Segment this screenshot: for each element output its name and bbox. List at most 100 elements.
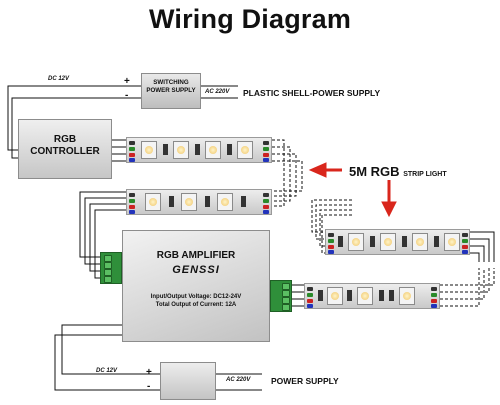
resistor: [434, 236, 439, 247]
strip-pad: [431, 304, 437, 308]
terminal-screw: [282, 304, 290, 311]
bottom-power-description: POWER SUPPLY: [271, 376, 339, 386]
led-chip: [237, 141, 253, 159]
strip-pad: [462, 250, 468, 254]
strip-pad: [328, 233, 334, 237]
amplifier-current-spec: Total Output of Current: 12A: [155, 302, 237, 308]
led-chip: [145, 193, 161, 211]
amplifier-output-terminal: [270, 280, 292, 312]
led-chip: [412, 233, 428, 251]
resistor: [227, 144, 232, 155]
led-chip: [399, 287, 415, 305]
strip-pad: [431, 299, 437, 303]
led-chip: [173, 141, 189, 159]
terminal-screw: [104, 269, 112, 276]
switching-power-supply-label: SWITCHING POWER SUPPLY: [141, 79, 201, 95]
controller-line2: CONTROLLER: [30, 146, 100, 157]
rgb-controller-label: RGB CONTROLLER: [18, 134, 112, 158]
strip-pad: [307, 299, 313, 303]
strip-pad: [307, 293, 313, 297]
terminal-screw: [282, 297, 290, 304]
terminal-screw: [104, 262, 112, 269]
bottom-dc-label: DC 12V: [96, 368, 118, 374]
strip-pad: [263, 193, 269, 197]
terminal-screw: [104, 276, 112, 283]
led-chip: [444, 233, 460, 251]
terminal-screw: [104, 255, 112, 262]
strip-pad: [328, 245, 334, 249]
rgb-controller: [18, 119, 112, 179]
led-strip-4: [304, 283, 440, 309]
strip-pad: [129, 199, 135, 203]
strip-pad: [129, 205, 135, 209]
switching-power-supply: [141, 73, 201, 109]
strip-pad: [263, 199, 269, 203]
top-power-description: PLASTIC SHELL-POWER SUPPLY: [243, 88, 381, 98]
amplifier-brand: GENSSI: [172, 264, 220, 276]
strip-pad: [263, 141, 269, 145]
power-supply-box: [160, 362, 216, 400]
strip-pad: [328, 250, 334, 254]
resistor: [241, 196, 246, 207]
resistor: [402, 236, 407, 247]
psu-label-line2: POWER SUPPLY: [146, 87, 196, 94]
terminal-screw: [282, 283, 290, 290]
strip-pad: [129, 158, 135, 162]
strip-pad: [462, 245, 468, 249]
top-ac-label: AC 220V: [205, 89, 230, 95]
resistor: [169, 196, 174, 207]
controller-line1: RGB: [53, 134, 77, 145]
strip-pad: [462, 239, 468, 243]
page-title: Wiring Diagram: [148, 4, 352, 34]
led-chip: [327, 287, 343, 305]
resistor: [163, 144, 168, 155]
led-strip-2: [126, 189, 272, 215]
left-arrow-icon: [308, 162, 327, 178]
led-chip: [380, 233, 396, 251]
amplifier-input-terminal: [100, 252, 122, 284]
strip-callout-sub: STRIP LIGHT: [403, 171, 447, 178]
resistor: [318, 290, 323, 301]
led-chip: [217, 193, 233, 211]
resistor: [379, 290, 384, 301]
led-chip: [141, 141, 157, 159]
led-strip-3: [325, 229, 470, 255]
strip-pad: [263, 153, 269, 157]
bottom-minus-sign: -: [147, 381, 151, 392]
strip-pad: [462, 233, 468, 237]
led-strip-1: [126, 137, 272, 163]
resistor: [389, 290, 394, 301]
amplifier-title: RGB AMPLIFIER: [156, 250, 236, 261]
bottom-plus-sign: +: [146, 367, 152, 378]
strip-pad: [307, 304, 313, 308]
strip-callout-main: 5M RGB: [349, 164, 400, 179]
strip-pad: [431, 287, 437, 291]
led-chip: [205, 141, 221, 159]
strip-pad: [129, 141, 135, 145]
strip-callout: 5M RGB STRIP LIGHT: [349, 164, 447, 179]
strip-pad: [129, 193, 135, 197]
led-chip: [348, 233, 364, 251]
psu-label-line1: SWITCHING: [153, 79, 189, 86]
led-chip: [357, 287, 373, 305]
resistor: [205, 196, 210, 207]
strip-pad: [307, 287, 313, 291]
strip-pad: [328, 239, 334, 243]
bottom-ac-label: AC 220V: [226, 377, 251, 383]
top-minus-sign: -: [125, 90, 129, 101]
top-plus-sign: +: [124, 76, 130, 87]
resistor: [195, 144, 200, 155]
strip-pad: [263, 147, 269, 151]
resistor: [370, 236, 375, 247]
top-dc-label: DC 12V: [48, 76, 70, 82]
strip-pad: [431, 293, 437, 297]
strip-pad: [263, 205, 269, 209]
led-chip: [181, 193, 197, 211]
resistor: [347, 290, 352, 301]
strip-pad: [129, 153, 135, 157]
strip-pad: [129, 210, 135, 214]
down-arrow-icon: [381, 201, 397, 218]
amplifier-voltage-spec: Input/Output Voltage: DC12-24V: [150, 294, 242, 300]
terminal-screw: [282, 290, 290, 297]
